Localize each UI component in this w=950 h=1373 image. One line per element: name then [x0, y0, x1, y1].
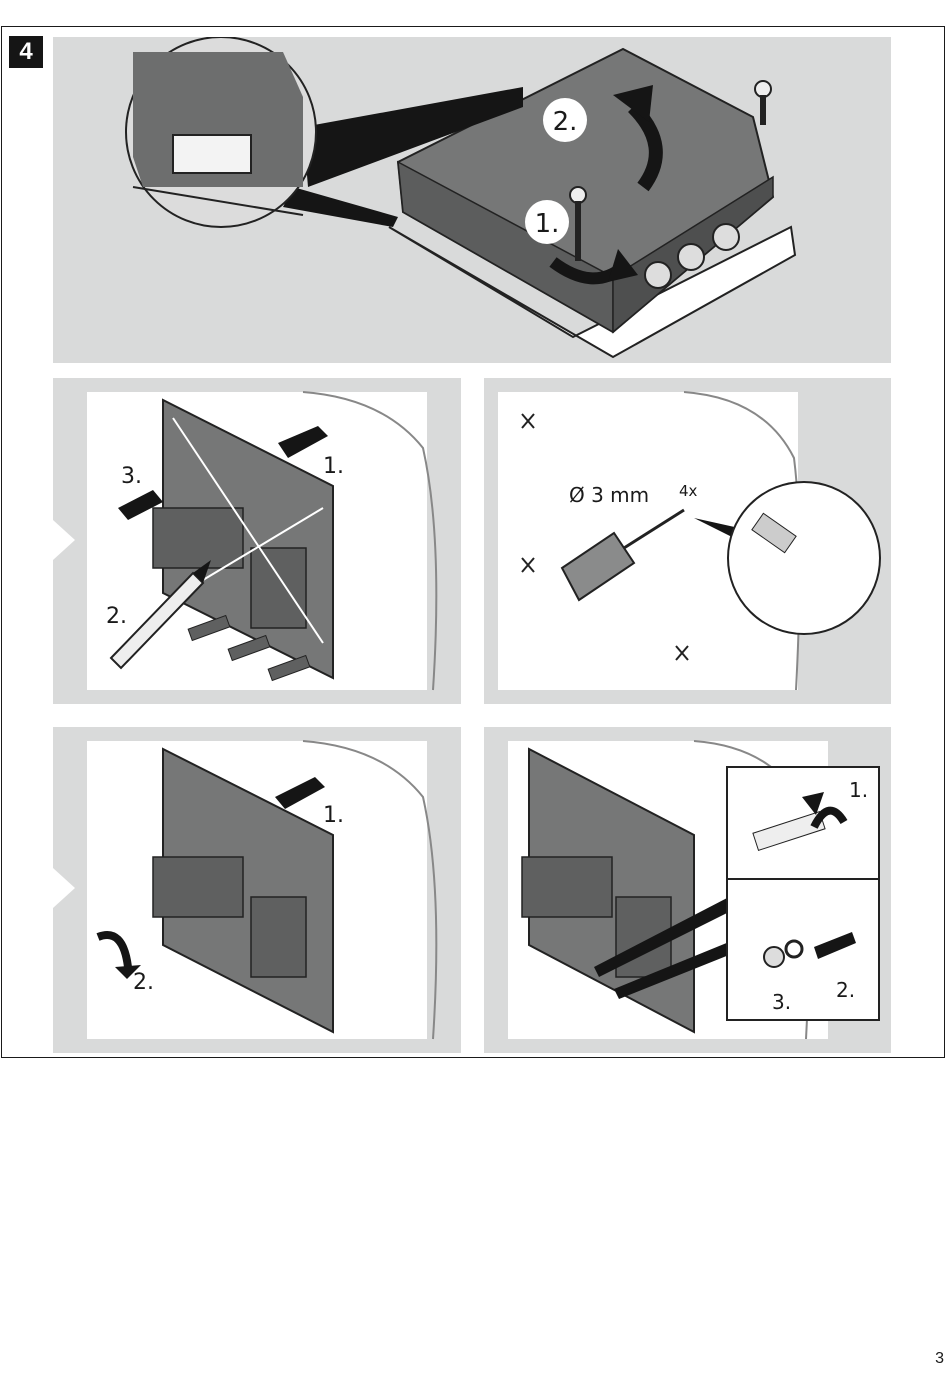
remove-cover-illustration: 2. 1. — [53, 37, 891, 363]
sequence-chevron — [462, 868, 484, 908]
sequence-chevron — [53, 868, 75, 908]
step-label-2: 2. — [836, 978, 855, 1002]
panel-remove-cover: 2. 1. — [53, 37, 891, 363]
step-label-1: 1. — [323, 803, 344, 828]
step-label-2: 2. — [553, 107, 578, 137]
screw-icon — [755, 81, 771, 125]
sequence-chevron — [462, 520, 484, 560]
sequence-chevron — [53, 520, 75, 560]
connect-cables-illustration: 1. 2. 3. — [484, 727, 891, 1053]
mount-device-illustration: 1. 2. — [53, 727, 461, 1053]
panel-mark-holes: 1. 2. 3. — [53, 378, 461, 704]
drill-size-label: Ø 3 mm — [569, 483, 649, 507]
step-label-3: 3. — [772, 990, 791, 1014]
mark-holes-illustration: 1. 2. 3. — [53, 378, 461, 704]
page-number: 3 — [935, 1350, 944, 1368]
zoom-detail — [728, 482, 880, 634]
step-label-1: 1. — [323, 454, 344, 479]
step-label-1: 1. — [535, 209, 560, 239]
cable-lug-icon — [786, 941, 802, 957]
panel-connect-cables: 1. 2. 3. — [484, 727, 891, 1053]
panel-mount-device: 1. 2. — [53, 727, 461, 1053]
panel-drill-holes: Ø 3 mm 4x — [484, 378, 891, 704]
drill-holes-illustration: Ø 3 mm 4x — [484, 378, 891, 704]
step-label-3: 3. — [121, 464, 142, 489]
step-label-2: 2. — [106, 604, 127, 629]
step-number-badge: 4 — [9, 36, 43, 68]
step-label-2: 2. — [133, 970, 154, 995]
detail-inset — [727, 767, 879, 1020]
nut-icon — [764, 947, 784, 967]
step-label-1: 1. — [849, 778, 868, 802]
hole-count-label: 4x — [679, 482, 698, 500]
